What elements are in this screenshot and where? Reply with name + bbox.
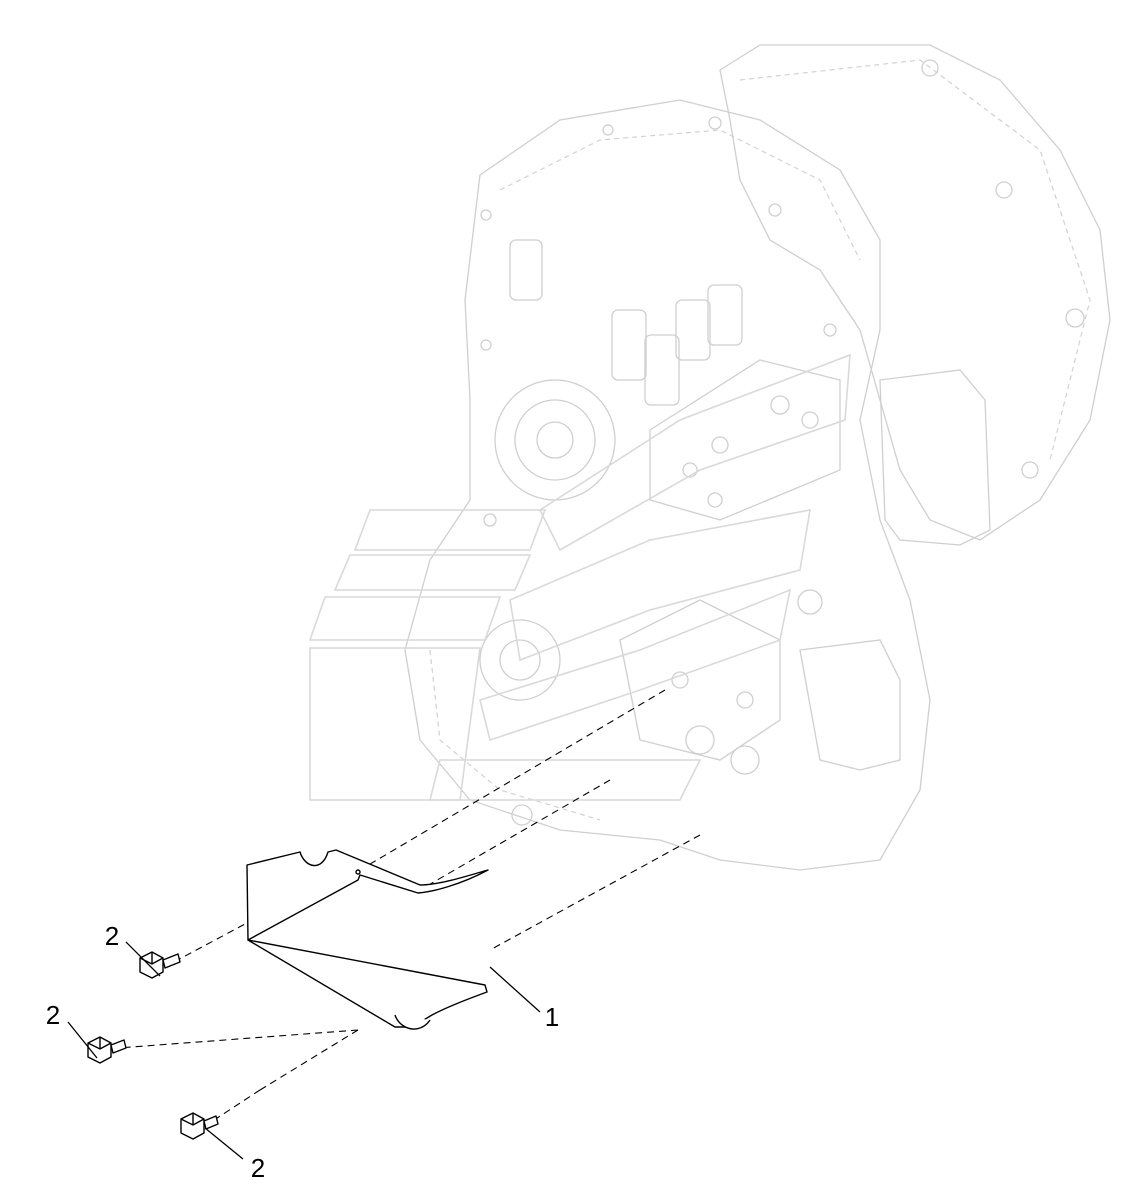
callout-1: 1 bbox=[545, 1002, 559, 1032]
bolt-part-2-c bbox=[180, 1112, 219, 1140]
bolt-part-2-b bbox=[87, 1036, 127, 1064]
watermark-logo bbox=[308, 353, 851, 801]
callout-2a: 2 bbox=[105, 921, 119, 951]
transmission-housing-ghost bbox=[404, 44, 1111, 871]
leader-lines bbox=[67, 941, 541, 1160]
bolt-part-2-a bbox=[139, 951, 181, 979]
callout-2c: 2 bbox=[251, 1153, 265, 1183]
callout-2b: 2 bbox=[46, 1000, 60, 1030]
assembly-dashed-lines bbox=[117, 689, 701, 1125]
guard-plate-part-1 bbox=[246, 849, 489, 1030]
